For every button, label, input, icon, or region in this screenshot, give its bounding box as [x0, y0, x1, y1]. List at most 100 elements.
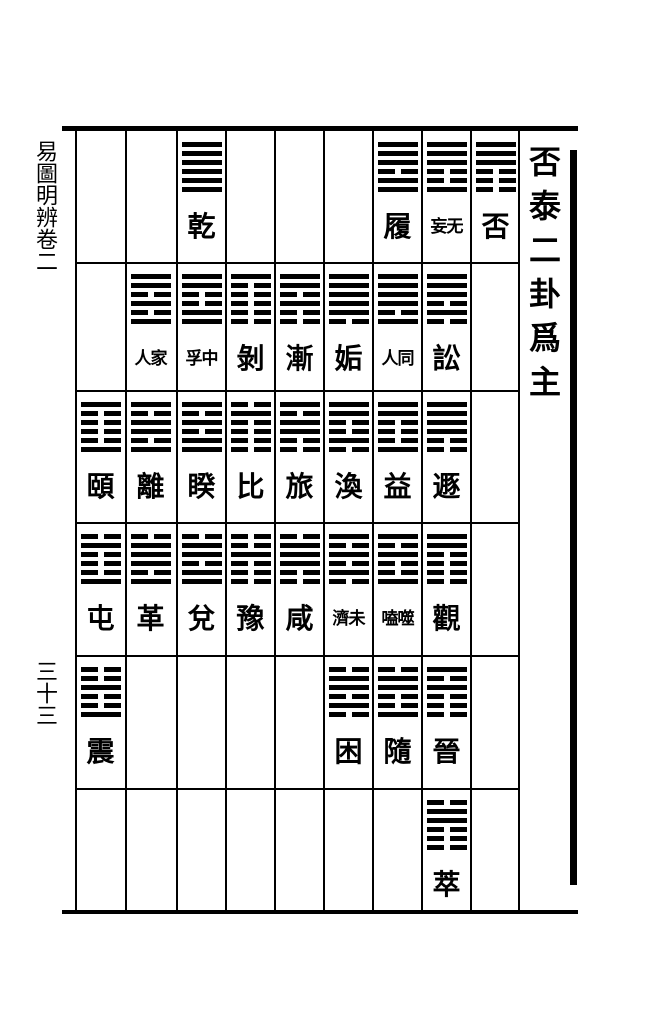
yin-line — [130, 292, 171, 297]
yin-line — [80, 429, 121, 434]
hexagram-symbol — [426, 142, 467, 192]
column-rule — [323, 130, 325, 910]
yin-line — [279, 579, 320, 584]
yang-line — [328, 292, 369, 297]
yin-line — [426, 694, 467, 699]
yang-line — [426, 283, 467, 288]
hexagram-cell: 困 — [324, 655, 373, 785]
yin-line — [230, 420, 271, 425]
yang-line — [377, 142, 418, 147]
yang-line — [377, 160, 418, 165]
yang-line — [130, 283, 171, 288]
yang-line — [181, 319, 222, 324]
yang-line — [130, 319, 171, 324]
yin-line — [377, 543, 418, 548]
yang-line — [181, 447, 222, 452]
yin-line — [377, 667, 418, 672]
yin-line — [80, 561, 121, 566]
hexagram-cell: 震 — [76, 655, 125, 785]
yang-line — [377, 579, 418, 584]
yang-line — [328, 301, 369, 306]
top-border — [62, 126, 578, 131]
hexagram-symbol — [181, 402, 222, 452]
yin-line — [130, 438, 171, 443]
yang-line — [426, 292, 467, 297]
yin-line — [328, 543, 369, 548]
hexagram-cell: 訟 — [422, 262, 471, 392]
yang-line — [377, 685, 418, 690]
yin-line — [130, 310, 171, 315]
yin-line — [377, 561, 418, 566]
hexagram-cell: 遯 — [422, 390, 471, 520]
yang-line — [181, 310, 222, 315]
yang-line — [426, 402, 467, 407]
hexagram-name: 隨 — [383, 735, 412, 768]
hexagram-symbol — [130, 274, 171, 324]
yang-line — [80, 579, 121, 584]
yin-line — [181, 292, 222, 297]
yang-line — [426, 274, 467, 279]
hexagram-cell: 觀 — [422, 522, 471, 652]
yang-line — [377, 151, 418, 156]
yang-line — [181, 160, 222, 165]
yang-line — [279, 561, 320, 566]
hexagram-name: 咸 — [285, 602, 314, 635]
yin-line — [181, 301, 222, 306]
hexagram-cell: 隨 — [373, 655, 422, 785]
heading-char: 否 — [528, 143, 561, 181]
yin-line — [377, 438, 418, 443]
yin-line — [426, 703, 467, 708]
yin-line — [377, 420, 418, 425]
yang-line — [130, 402, 171, 407]
heading-char: 二 — [528, 231, 561, 269]
yin-line — [279, 570, 320, 575]
yang-line — [377, 552, 418, 557]
row-rule — [75, 390, 520, 392]
hexagram-symbol — [80, 667, 121, 717]
hexagram-name: 渙 — [334, 470, 363, 503]
yin-line — [426, 579, 467, 584]
hexagram-name: 睽 — [187, 470, 216, 503]
yin-line — [475, 169, 516, 174]
hexagram-cell: 姤 — [324, 262, 373, 392]
yin-line — [181, 429, 222, 434]
hexagram-cell: 益 — [373, 390, 422, 520]
margin-book-title: 易圖明辨卷二 — [32, 140, 57, 272]
yin-line — [328, 429, 369, 434]
yang-line — [328, 310, 369, 315]
yang-line — [426, 310, 467, 315]
yang-line — [377, 402, 418, 407]
yang-line — [230, 411, 271, 416]
yin-line — [377, 429, 418, 434]
yang-line — [328, 438, 369, 443]
yang-line — [426, 809, 467, 814]
hexagram-cell: 屯 — [76, 522, 125, 652]
yang-line — [328, 534, 369, 539]
yang-line — [181, 151, 222, 156]
yin-line — [328, 667, 369, 672]
yin-line — [426, 561, 467, 566]
yin-line — [279, 292, 320, 297]
yang-line — [181, 187, 222, 192]
hexagram-cell: 漸 — [275, 262, 324, 392]
yang-line — [426, 685, 467, 690]
hexagram-symbol — [279, 274, 320, 324]
yin-line — [426, 301, 467, 306]
yang-line — [377, 283, 418, 288]
yang-line — [80, 447, 121, 452]
yang-line — [279, 283, 320, 288]
yang-line — [181, 420, 222, 425]
hexagram-cell: 革 — [126, 522, 175, 652]
hexagram-name: 剝 — [236, 342, 265, 375]
yin-line — [230, 402, 271, 407]
yin-line — [426, 438, 467, 443]
hexagram-name: 同人 — [381, 349, 415, 369]
hexagram-cell: 渙 — [324, 390, 373, 520]
yin-line — [230, 570, 271, 575]
hexagram-name: 震 — [86, 735, 115, 768]
yang-line — [181, 543, 222, 548]
hexagram-name: 噬嗑 — [381, 609, 415, 629]
yin-line — [426, 570, 467, 575]
yin-line — [80, 676, 121, 681]
row-rule — [75, 522, 520, 524]
